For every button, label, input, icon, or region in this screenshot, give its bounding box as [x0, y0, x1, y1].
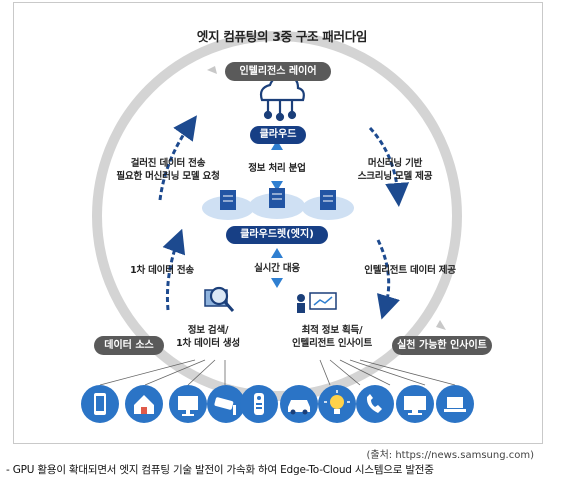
label-info-processing: 정보 처리 분업: [248, 163, 306, 174]
arrow-lower-left: [162, 228, 186, 311]
intelligence-layer-pill: 인텔리전스 레이어: [225, 62, 331, 81]
tv-icon: [396, 385, 434, 423]
caption: - GPU 활용이 확대되면서 엣지 컴퓨팅 기술 발전이 가속화 하여 Edg…: [6, 464, 434, 476]
car-icon: [280, 385, 318, 423]
cctv-icon: [207, 385, 245, 423]
label-primary-transfer: 1차 데이터 전송: [130, 265, 194, 276]
label-realtime: 실시간 대응: [254, 263, 300, 274]
label-filtered-transfer: 걸러진 데이터 전송 필요한 머신러닝 모델 요청: [116, 158, 220, 182]
data-source-pill: 데이터 소스: [94, 336, 164, 355]
device-connector-lines: [99, 359, 456, 386]
ring-arrow-right: [436, 320, 446, 330]
presenter-icon: [297, 292, 337, 313]
arrow-lower-right: [376, 239, 400, 320]
cloudlet-pill: 클라우드렛(엣지): [226, 226, 328, 244]
label-info-search: 정보 검색/ 1차 데이터 생성: [176, 325, 240, 349]
cloud-network-icon: [259, 75, 305, 122]
search-monitor-icon: [204, 286, 235, 312]
arrow-upper-right: [368, 126, 410, 207]
label-optimal-info: 최적 정보 획득/ 인텔리전트 인사이트: [292, 325, 372, 349]
bulb-icon: [318, 385, 356, 423]
label-intelligent-data: 인텔리전트 데이터 제공: [364, 265, 456, 276]
page-title: 엣지 컴퓨팅의 3중 구조 패러다임: [196, 29, 368, 44]
cycle-ring: [92, 31, 462, 401]
actionable-insight-pill: 실천 가능한 인사이트: [392, 336, 492, 355]
monitor-icon: [169, 385, 207, 423]
ring-arrow-top: [207, 66, 217, 74]
arrow-upper-left: [158, 115, 197, 201]
phone-icon: [81, 385, 119, 423]
label-ml-delivery: 머신러닝 기반 스크리닝 모델 제공: [357, 158, 433, 182]
telephone-icon: [356, 385, 394, 423]
center-arrows: [271, 140, 283, 288]
cloud-pill: 클라우드: [250, 126, 306, 144]
source-note: (출처: https://news.samsung.com): [366, 450, 534, 461]
laptop-icon: [436, 385, 474, 423]
remote-icon: [240, 385, 278, 423]
edge-clouds: [202, 188, 354, 220]
smart-home-icon: [125, 385, 163, 423]
